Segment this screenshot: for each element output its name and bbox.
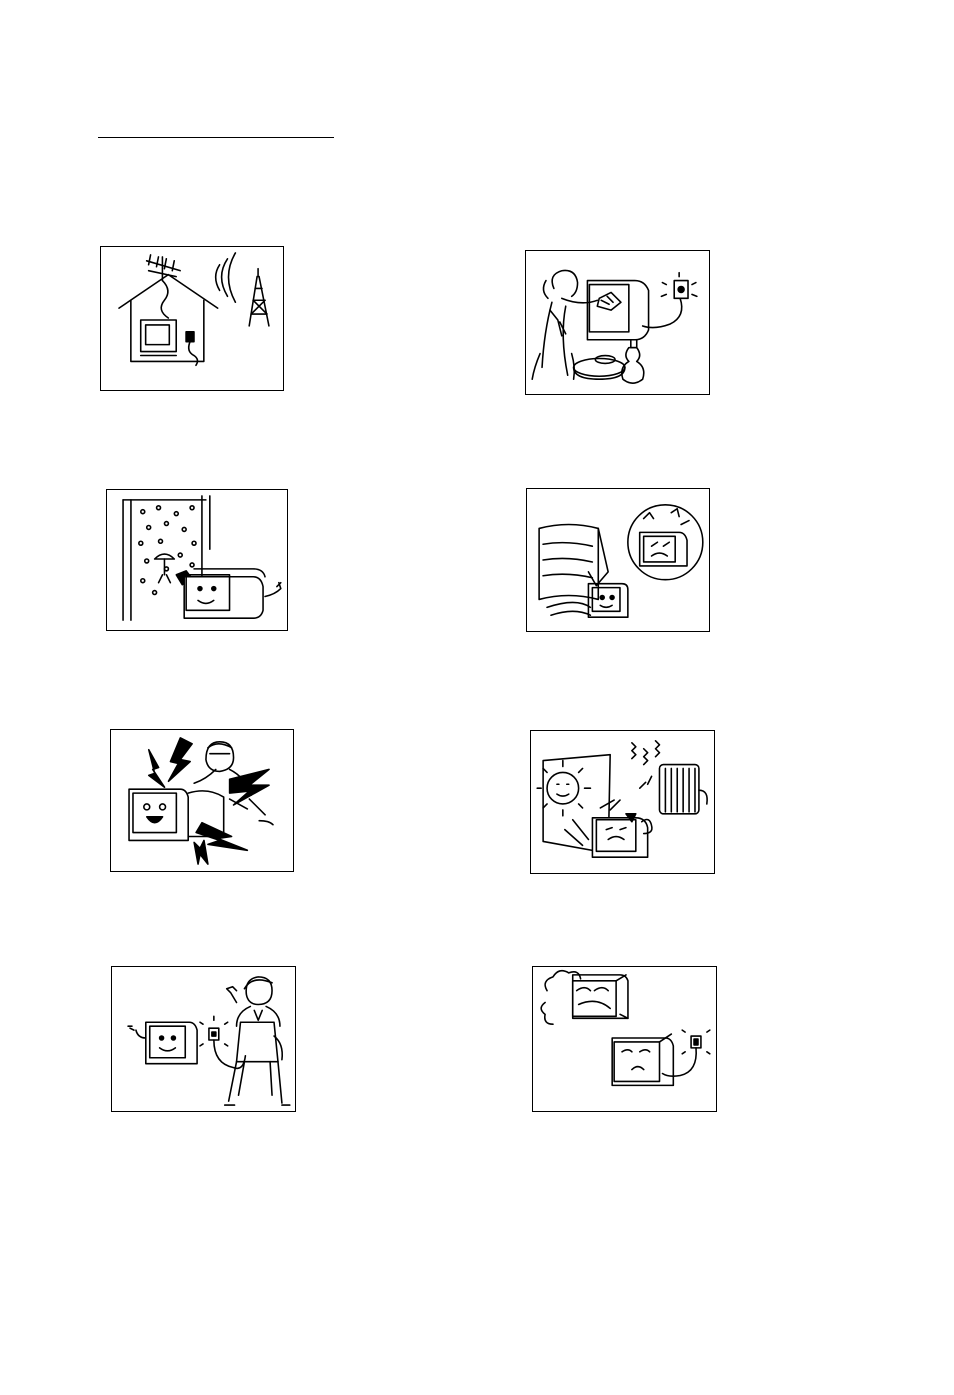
illustration-unplug-away bbox=[111, 966, 296, 1112]
tv-smoke-icon bbox=[533, 967, 716, 1111]
illustration-heat-sources bbox=[530, 730, 715, 874]
tv-lightning-icon bbox=[111, 730, 293, 871]
illustration-antenna-house bbox=[100, 246, 284, 391]
section-heading-underline bbox=[98, 137, 334, 138]
illustration-rain-window bbox=[106, 489, 288, 631]
tv-rain-icon bbox=[107, 490, 287, 630]
tv-covered-vents-icon bbox=[527, 489, 709, 631]
illustration-lightning bbox=[110, 729, 294, 872]
illustration-smoke-fault bbox=[532, 966, 717, 1112]
illustration-cleaning bbox=[525, 250, 710, 395]
woman-cleaning-tv-icon bbox=[526, 251, 709, 394]
illustration-covered-vents bbox=[526, 488, 710, 632]
house-antenna-icon bbox=[101, 247, 283, 390]
tv-sun-heater-icon bbox=[531, 731, 714, 873]
tv-unplug-icon bbox=[112, 967, 295, 1111]
